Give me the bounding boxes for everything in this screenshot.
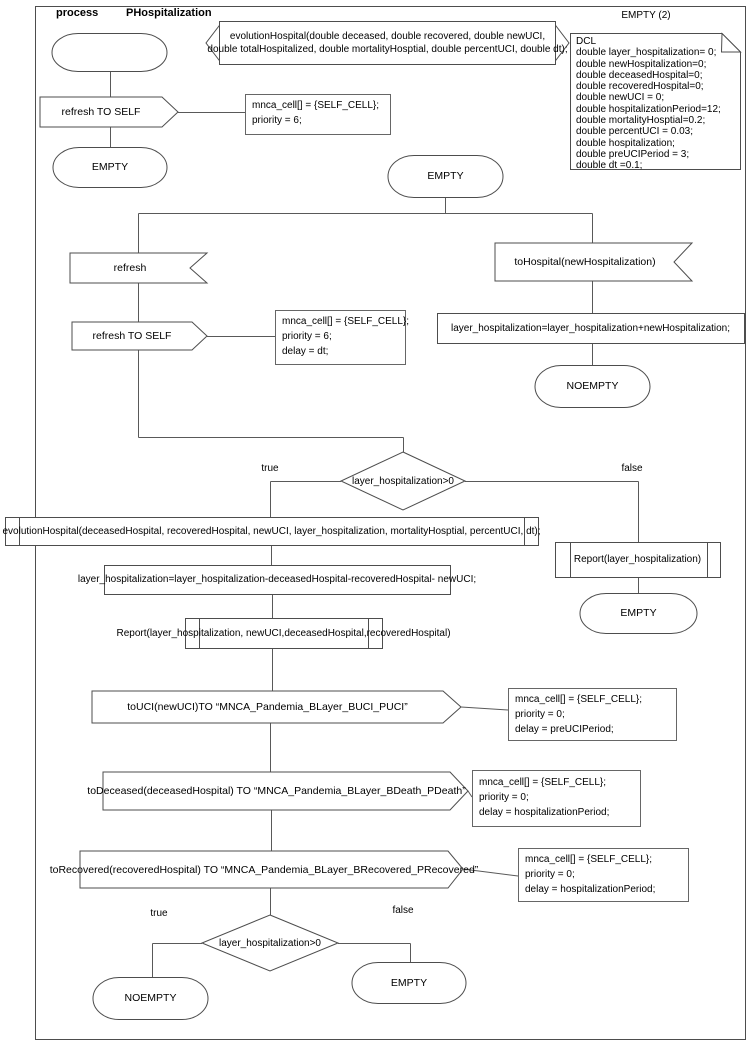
decision2-label: layer_hospitalization>0 (218, 937, 321, 949)
call-evolution-shape[interactable] (5, 517, 539, 546)
signal-in-refresh-label: refresh (113, 262, 147, 274)
connector-lines (110, 71, 639, 977)
signal-out-torecovered-label: toRecovered(recoveredHospital) TO “MNCA_… (49, 863, 479, 876)
decision1-label: layer_hospitalization>0 (351, 475, 454, 487)
connector (462, 868, 519, 877)
signal-out-todeceased-label: toDeceased(deceasedHospital) TO “MNCA_Pa… (87, 785, 466, 797)
state-empty-bottom-label: EMPTY (390, 976, 428, 989)
signal-out-refresh-to-self-mid-shape[interactable] (71, 321, 208, 351)
process-name: PHospitalization (126, 7, 212, 19)
process-kind-label: process (56, 7, 99, 19)
decision2-true-label: true (150, 907, 168, 919)
signal-in-tohospital-shape[interactable] (494, 242, 694, 282)
comment-box-hospperiod-1[interactable] (472, 770, 641, 827)
state-empty-hub-label: EMPTY (427, 170, 464, 182)
procedure-declaration-text: evolutionHospital(double deceased, doubl… (207, 31, 568, 55)
signal-out-refresh-to-self-mid-label: refresh TO SELF (92, 330, 172, 342)
state-count-label: EMPTY (2) (621, 9, 671, 21)
signal-out-refresh-to-self-top-shape[interactable] (39, 96, 179, 128)
decision1-false-label: false (621, 462, 643, 474)
state-noempty-bottom-label: NOEMPTY (124, 992, 177, 1004)
decision1-shape[interactable] (339, 451, 467, 511)
comment-c2-text: mnca_cell[] = {SELF_CELL}; priority = 6;… (282, 316, 410, 357)
comment-connectors (460, 706, 519, 877)
state-empty-report-shape[interactable] (579, 593, 698, 634)
comment-box-priority6[interactable] (245, 94, 391, 135)
dcl-text: DCL double layer_hospitalization= 0; dou… (576, 36, 721, 172)
call-report-full-shape[interactable] (185, 618, 383, 649)
signal-out-torecovered-shape[interactable] (79, 850, 464, 889)
task-subtract-label: layer_hospitalization=layer_hospitalizat… (77, 574, 477, 585)
procedure-declaration-shape[interactable] (205, 21, 570, 65)
comment-box-preuciperiod[interactable] (508, 688, 677, 741)
comment-box-delay-dt[interactable] (275, 310, 406, 365)
signal-in-refresh-shape[interactable] (69, 252, 209, 284)
comment-c3-text: mnca_cell[] = {SELF_CELL}; priority = 0;… (515, 694, 643, 735)
state-noempty-right-label: NOEMPTY (566, 380, 619, 392)
state-noempty-bottom-shape[interactable] (92, 977, 209, 1020)
comment-c5-text: mnca_cell[] = {SELF_CELL}; priority = 0;… (525, 854, 656, 895)
decision2-false-label: false (392, 904, 414, 916)
call-evolution-label: evolutionHospital(deceasedHospital, reco… (2, 525, 541, 537)
state-empty-bottom-shape[interactable] (351, 962, 467, 1004)
call-report-full-label: Report(layer_hospitalization, newUCI,dec… (116, 627, 451, 639)
signal-out-refresh-to-self-top-label: refresh TO SELF (61, 106, 141, 118)
connector (467, 790, 473, 798)
task-add-label: layer_hospitalization=layer_hospitalizat… (450, 322, 731, 334)
state-empty-top-label: EMPTY (91, 161, 129, 173)
task-add-hospitalization-shape[interactable] (437, 313, 745, 344)
signal-in-tohospital-label: toHospital(newHospitalization) (514, 256, 656, 268)
connector (460, 706, 509, 711)
comment-box-hospperiod-2[interactable] (518, 848, 689, 902)
decision2-shape[interactable] (200, 914, 340, 972)
signal-out-touci-label: toUCI(newUCI)TO “MNCA_Pandemia_BLayer_BU… (127, 701, 408, 713)
dcl-note-shape[interactable] (570, 32, 742, 170)
state-empty-hub-shape[interactable] (387, 155, 504, 198)
state-noempty-right-shape[interactable] (534, 365, 651, 408)
comment-c4-text: mnca_cell[] = {SELF_CELL}; priority = 0;… (479, 777, 610, 818)
task-subtract-shape[interactable] (104, 565, 451, 595)
comment-c1-text: mnca_cell[] = {SELF_CELL}; priority = 6; (252, 100, 380, 126)
start-state-shape[interactable] (51, 33, 168, 72)
state-empty-report-label: EMPTY (620, 607, 657, 619)
decision1-true-label: true (261, 462, 279, 474)
signal-out-todeceased-shape[interactable] (102, 771, 469, 811)
state-empty-top-shape[interactable] (52, 147, 168, 188)
signal-out-touci-shape[interactable] (91, 690, 462, 724)
call-report-simple-shape[interactable] (555, 542, 721, 578)
call-report-simple-label: Report(layer_hospitalization) (573, 554, 702, 565)
